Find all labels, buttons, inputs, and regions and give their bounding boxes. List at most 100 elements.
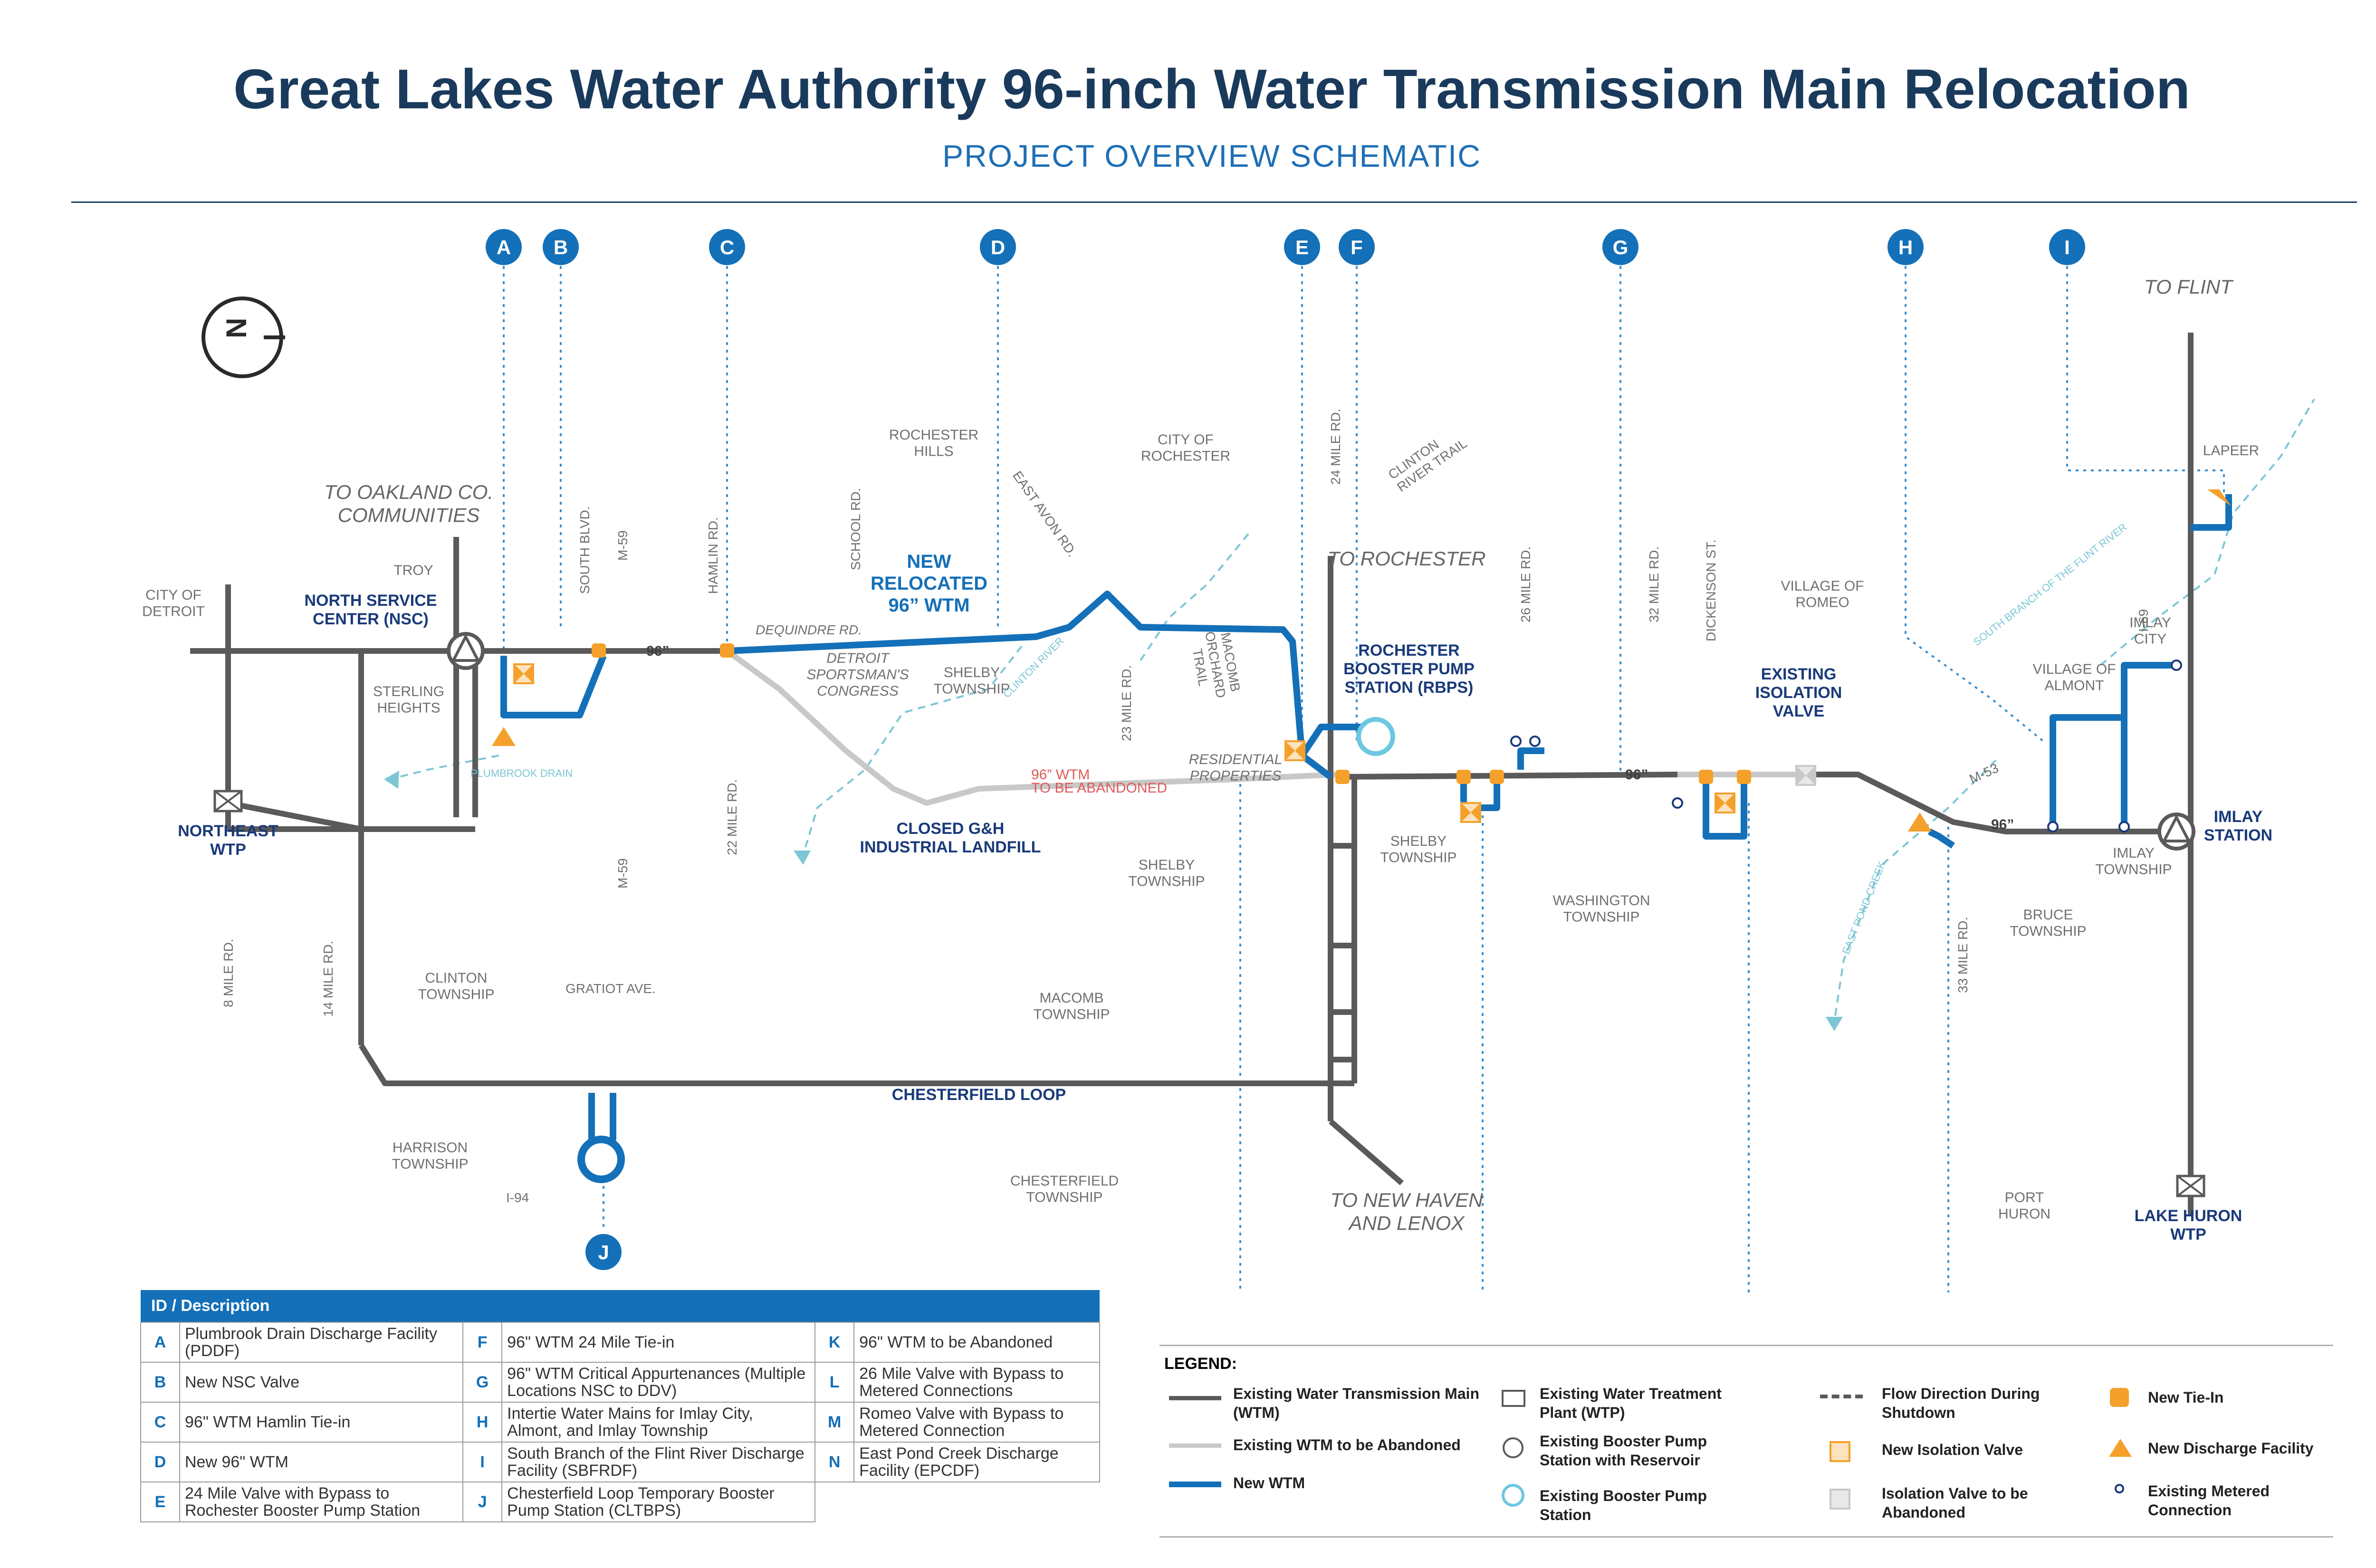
abandon-valve-icon bbox=[1830, 1489, 1850, 1510]
marker-E-label: E bbox=[1295, 236, 1309, 258]
label-to-oakland: TO OAKLAND CO.COMMUNITIES bbox=[324, 481, 493, 526]
marker-C-label: C bbox=[720, 236, 734, 258]
marker-B-label: B bbox=[554, 236, 568, 258]
table-cell-id: J bbox=[462, 1482, 503, 1522]
table-cell-id: F bbox=[462, 1322, 503, 1363]
table-cell-desc: 96" WTM 24 Mile Tie-in bbox=[501, 1322, 816, 1363]
road-23-mile: 23 MILE RD. bbox=[1119, 665, 1134, 741]
booster-reservoir-icon bbox=[1503, 1437, 1523, 1458]
marker-G[interactable] bbox=[1602, 229, 1638, 265]
water-south-branch-flint: SOUTH BRANCH OF THE FLINT RIVER bbox=[1971, 521, 2129, 648]
pipe-96-3: 96” bbox=[1625, 767, 1648, 783]
table-cell-desc: Chesterfield Loop Temporary Booster Pump… bbox=[501, 1482, 816, 1522]
road-dickenson: DICKENSON ST. bbox=[1704, 539, 1718, 641]
legend-abandoned-swatch bbox=[1169, 1444, 1221, 1448]
wtp-icon bbox=[1502, 1390, 1525, 1407]
road-clinton-river-trail: CLINTONRIVER TRAIL bbox=[1386, 423, 1470, 495]
marker-H[interactable] bbox=[1887, 229, 1924, 265]
table-cell-desc: 96" WTM Hamlin Tie-in bbox=[179, 1402, 464, 1443]
road-macomb-orchard: MACOMBORCHARDTRAIL bbox=[1187, 628, 1244, 702]
road-26-mile: 26 MILE RD. bbox=[1518, 546, 1533, 622]
water-east-pond-creek: EAST POND CREEK bbox=[1839, 860, 1887, 956]
legend-existing-wtm: Existing Water Transmission Main (WTM) bbox=[1233, 1385, 1480, 1421]
marker-A-label: A bbox=[497, 236, 511, 258]
road-8-mile: 8 MILE RD. bbox=[221, 938, 236, 1007]
table-cell-id: G bbox=[462, 1362, 503, 1403]
table-cell-desc: East Pond Creek Discharge Facility (EPCD… bbox=[853, 1442, 1100, 1482]
marker-C[interactable] bbox=[709, 229, 745, 265]
road-m53: M-53 bbox=[1967, 760, 2001, 786]
new-valves bbox=[513, 663, 1735, 823]
legend-metered: Existing Metered Connection bbox=[2148, 1482, 2270, 1519]
legend-flow: Flow Direction During Shutdown bbox=[1882, 1385, 2040, 1421]
marker-A[interactable] bbox=[486, 229, 522, 265]
new-valve-icon bbox=[1830, 1441, 1850, 1462]
new-wtm bbox=[500, 494, 2232, 1140]
legend-existing-wtm-swatch bbox=[1169, 1396, 1221, 1400]
table-cell-id: N bbox=[814, 1442, 855, 1482]
top-markers[interactable]: A B C D E F G H I bbox=[486, 229, 2085, 265]
bottom-markers[interactable]: K L M N J bbox=[585, 1234, 1966, 1292]
rbps-station bbox=[1356, 717, 1395, 756]
page-subtitle: PROJECT OVERVIEW SCHEMATIC bbox=[942, 138, 1481, 173]
legend-booster-reservoir: Existing Booster Pump Station with Reser… bbox=[1540, 1433, 1707, 1469]
road-14-mile: 14 MILE RD. bbox=[321, 941, 335, 1017]
marker-J[interactable] bbox=[585, 1234, 622, 1270]
discharge-icon bbox=[2109, 1439, 2132, 1457]
label-to-rochester: TO ROCHESTER bbox=[1328, 547, 1486, 570]
marker-D[interactable] bbox=[980, 229, 1016, 265]
nsc-station-triangle bbox=[451, 633, 480, 662]
road-east-avon: EAST AVON RD. bbox=[1010, 468, 1080, 560]
tie-ins bbox=[492, 489, 2231, 832]
water-plumbrook: PLUMBROOK DRAIN bbox=[470, 767, 573, 779]
marker-D-label: D bbox=[991, 236, 1005, 258]
marker-G-label: G bbox=[1613, 236, 1629, 258]
wtp-icons bbox=[213, 790, 2205, 1197]
road-i69: I-69 bbox=[2136, 609, 2151, 632]
road-24-mile: 24 MILE RD. bbox=[1328, 409, 1343, 485]
label-lapeer: LAPEER bbox=[2203, 443, 2259, 459]
road-m59-b: M-59 bbox=[615, 858, 630, 889]
table-cell-desc: Romeo Valve with Bypass to Metered Conne… bbox=[853, 1402, 1100, 1443]
label-chesterfield-loop: CHESTERFIELD LOOP bbox=[892, 1086, 1066, 1104]
tie-in-icon bbox=[2110, 1388, 2129, 1407]
marker-B[interactable] bbox=[543, 229, 579, 265]
table-cell-desc: 26 Mile Valve with Bypass to Metered Con… bbox=[853, 1362, 1100, 1403]
svg-text:N: N bbox=[220, 318, 252, 338]
table-cell-id: H bbox=[462, 1402, 503, 1443]
legend-abandoned: Existing WTM to be Abandoned bbox=[1233, 1436, 1461, 1453]
table-cell-desc: Intertie Water Mains for Imlay City, Alm… bbox=[501, 1402, 816, 1443]
marker-I[interactable] bbox=[2049, 229, 2085, 265]
table-cell-desc: 96" WTM Critical Appurtenances (Multiple… bbox=[501, 1362, 816, 1403]
legend-new-wtm-swatch bbox=[1169, 1482, 1221, 1487]
abandon-valve bbox=[1795, 765, 1816, 786]
marker-F[interactable] bbox=[1339, 229, 1375, 265]
header-rule bbox=[71, 201, 2357, 203]
marker-E[interactable] bbox=[1284, 229, 1320, 265]
pipe-labels: 96” 96” WTM TO BE ABANDONED 96” 96” bbox=[646, 643, 2014, 832]
pipe-to-be-abandoned: TO BE ABANDONED bbox=[1031, 780, 1167, 796]
legend-discharge: New Discharge Facility bbox=[2148, 1440, 2314, 1457]
legend-title: LEGEND: bbox=[1164, 1355, 1237, 1373]
legend: LEGEND: Existing Water Transmission Main… bbox=[1159, 1345, 2333, 1538]
booster-station-icon bbox=[1502, 1484, 1524, 1507]
